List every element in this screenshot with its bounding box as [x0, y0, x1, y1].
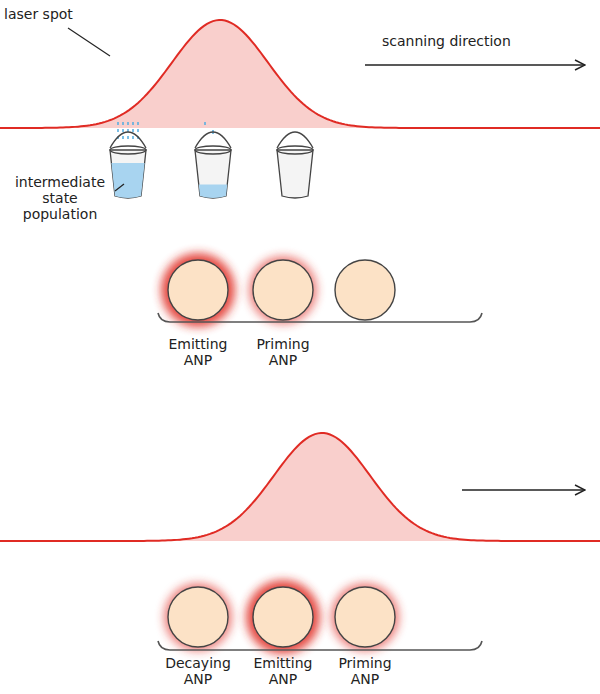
drop — [117, 122, 119, 125]
emission-glow — [246, 580, 320, 654]
nanoparticle — [168, 260, 228, 320]
substrate — [158, 641, 482, 650]
drop — [137, 129, 139, 132]
particle-label: Decaying ANP — [158, 655, 238, 687]
direction-arrow — [365, 64, 585, 65]
laser-spot-profile — [0, 20, 600, 128]
nanoparticle — [335, 260, 395, 320]
laser-spot-fill — [0, 20, 600, 128]
nanoparticle — [253, 587, 313, 647]
drop — [132, 122, 134, 125]
bucket — [277, 132, 313, 198]
drop — [122, 129, 124, 132]
nanoparticle — [253, 260, 313, 320]
direction-arrow — [462, 489, 585, 490]
bucket — [195, 132, 231, 198]
drop — [127, 122, 129, 125]
nanoparticle — [335, 587, 395, 647]
leader-line — [68, 28, 110, 56]
drop — [122, 122, 124, 125]
particle-label: Emitting ANP — [243, 655, 323, 687]
bucket — [110, 132, 146, 198]
drop — [137, 122, 139, 125]
drop — [117, 129, 119, 132]
drop — [132, 129, 134, 132]
nanoparticle — [168, 587, 228, 647]
particle-label: Emitting ANP — [158, 336, 238, 368]
laser-spot-profile — [0, 433, 600, 541]
laser-spot-fill — [0, 433, 600, 541]
leader-line — [115, 184, 124, 191]
emission-glow — [331, 583, 399, 651]
particle-label: Priming ANP — [325, 655, 405, 687]
drop — [132, 136, 134, 139]
emission-glow — [249, 256, 317, 324]
callout-label: intermediate state population — [6, 174, 114, 222]
drop — [122, 136, 124, 139]
emission-glow — [164, 583, 232, 651]
particle-label: Priming ANP — [243, 336, 323, 368]
drop — [127, 136, 129, 139]
substrate — [158, 313, 482, 322]
emission-glow — [161, 253, 235, 327]
drop — [204, 122, 206, 125]
callout-label: laser spot — [4, 6, 114, 22]
direction-label: scanning direction — [382, 33, 592, 49]
